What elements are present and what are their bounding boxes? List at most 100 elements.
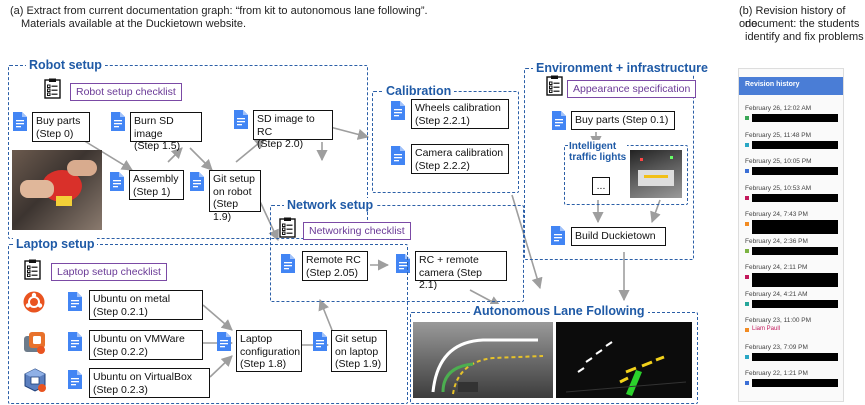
group-title-robot-setup: Robot setup — [26, 58, 105, 72]
arrow-calib-to-auto — [511, 194, 543, 290]
arrow-metal-to-laptop — [202, 304, 233, 331]
revision-date: February 22, 1:21 PM — [745, 370, 808, 377]
node-label: Ubuntu on VMWare — [93, 333, 185, 345]
redacted-author-bar — [752, 352, 838, 361]
redacted-author-bar — [752, 193, 838, 202]
doc-icon — [110, 172, 124, 191]
node-step: (Step 2.0) — [257, 138, 304, 150]
arrow-photo-to-build — [650, 199, 661, 224]
author-color-swatch — [745, 169, 749, 173]
node-assembly[interactable]: Assembly (Step 1) — [129, 170, 184, 200]
redacted-author-bar — [752, 379, 838, 387]
node-label: Ubuntu on VirtualBox — [93, 371, 193, 383]
node-label: Remote RC — [306, 254, 361, 266]
doc-icon — [391, 101, 405, 120]
node-env-buy-parts[interactable]: Buy parts (Step 0.1) — [571, 111, 675, 130]
node-step: (Step 1.9) — [213, 198, 239, 223]
redacted-author-bar — [752, 273, 838, 287]
group-network-setup — [270, 205, 524, 302]
node-buy-parts[interactable]: Buy parts (Step 0) — [32, 112, 90, 142]
doc-icon — [68, 370, 82, 389]
revision-date: February 25, 10:53 AM — [745, 184, 812, 192]
traffic-lights-line: traffic lights — [569, 152, 627, 163]
lane-following-camera-view — [413, 322, 553, 398]
node-step: (Step 0.2.3) — [93, 383, 148, 396]
group-title-autonomous: Autonomous Lane Following — [470, 304, 648, 318]
node-ubuntu-on-virtualbox[interactable]: Ubuntu on VirtualBox (Step 0.2.3) — [89, 368, 210, 398]
node-label: Git setup — [335, 333, 378, 345]
node-label: SD image to RC — [257, 113, 315, 138]
node-step: (Step 0.2.1) — [93, 305, 148, 318]
revision-date: February 24, 2:36 PM — [745, 237, 808, 245]
node-burn-sd-image[interactable]: Burn SD image (Step 1.5) — [130, 112, 202, 152]
redacted-author-bar — [752, 220, 838, 234]
traffic-lights-photo — [630, 150, 682, 198]
checklist-icon — [24, 259, 41, 280]
node-rc-remote-camera[interactable]: RC + remote camera (Step 2.1) — [415, 251, 507, 291]
checklist-appearance[interactable]: Appearance specification — [567, 80, 697, 98]
node-label: Wheels calibration — [415, 102, 501, 114]
arrow-git-to-sd — [235, 137, 266, 163]
doc-icon — [68, 332, 82, 351]
node-remote-rc[interactable]: Remote RC (Step 2.05) — [302, 251, 368, 281]
author-color-swatch — [745, 116, 749, 120]
node-label: Buy parts — [36, 115, 81, 127]
node-ellipsis[interactable]: ... — [592, 177, 610, 195]
node-step: (Step 2.2.1) — [415, 114, 470, 127]
checklist-networking[interactable]: Networking checklist — [303, 222, 411, 240]
author-color-swatch — [745, 195, 749, 200]
node-label: Camera calibration — [415, 147, 504, 159]
node-label: Laptop — [240, 333, 273, 345]
group-title-environment: Environment + infrastructure — [533, 61, 711, 75]
node-camera-calibration[interactable]: Camera calibration (Step 2.2.2) — [411, 144, 509, 174]
caption-a-line2: Materials available at the Duckietown we… — [21, 18, 247, 30]
virtualbox-logo-icon — [24, 368, 46, 392]
revision-date: February 24, 2:11 PM — [745, 264, 808, 271]
checklist-laptop-setup[interactable]: Laptop setup checklist — [51, 263, 167, 281]
node-wheels-calibration[interactable]: Wheels calibration (Step 2.2.1) — [411, 99, 509, 129]
revision-date: February 25, 11:48 PM — [745, 131, 811, 139]
revision-date: February 24, 7:43 PM — [745, 211, 808, 218]
node-laptop-configuration[interactable]: Laptop configuration (Step 1.8) — [236, 330, 302, 372]
redacted-author-bar — [752, 140, 838, 149]
arrow-vbox-to-laptop — [209, 355, 233, 378]
doc-icon — [234, 110, 248, 129]
caption-b-line3: identify and fix problems — [745, 31, 864, 43]
node-ubuntu-on-vmware[interactable]: Ubuntu on VMWare (Step 0.2.2) — [89, 330, 203, 360]
author-color-swatch — [745, 381, 749, 385]
arrow-network-to-auto — [469, 289, 501, 307]
redacted-author-bar — [752, 114, 838, 122]
node-git-setup-robot[interactable]: Git setup on robot (Step 1.9) — [209, 170, 261, 223]
author-color-swatch — [745, 354, 749, 359]
checklist-icon — [546, 75, 563, 96]
node-ubuntu-on-metal[interactable]: Ubuntu on metal (Step 0.2.1) — [89, 290, 203, 320]
checklist-robot-setup[interactable]: Robot setup checklist — [70, 83, 182, 101]
node-build-duckietown[interactable]: Build Duckietown — [571, 227, 666, 246]
doc-icon — [551, 226, 565, 245]
revision-history-title: Revision history — [745, 81, 800, 88]
doc-icon — [68, 292, 82, 311]
robot-assembly-photo — [12, 150, 102, 230]
node-step: (Step 1) — [133, 185, 171, 198]
track-overlay — [431, 338, 544, 395]
node-step: (Step 0) — [36, 127, 74, 140]
caption-b-line2: document: the students — [745, 18, 860, 30]
author-color-swatch — [745, 142, 749, 147]
node-label: Git setup — [213, 173, 256, 185]
doc-icon — [313, 332, 327, 351]
node-git-setup-laptop[interactable]: Git setup on laptop (Step 1.9) — [331, 330, 387, 372]
group-title-calibration: Calibration — [383, 84, 455, 98]
node-sd-image-to-rc[interactable]: SD image to RC (Step 2.0) — [253, 110, 333, 150]
revision-date: February 24, 4:21 AM — [745, 290, 808, 298]
traffic-lights-line: Intelligent — [569, 141, 617, 152]
revision-author: Liam Paull — [752, 326, 781, 332]
node-step: (Step 1.9) — [335, 358, 382, 370]
arrow-sd-to-calibration — [329, 126, 370, 140]
author-color-swatch — [745, 222, 749, 226]
node-step: (Step 2.05) — [306, 266, 358, 279]
arrow-git-laptop-to-remote — [318, 298, 333, 331]
arrow-assembly-to-burn — [167, 147, 183, 163]
node-step: (Step 2.2.2) — [415, 159, 470, 172]
